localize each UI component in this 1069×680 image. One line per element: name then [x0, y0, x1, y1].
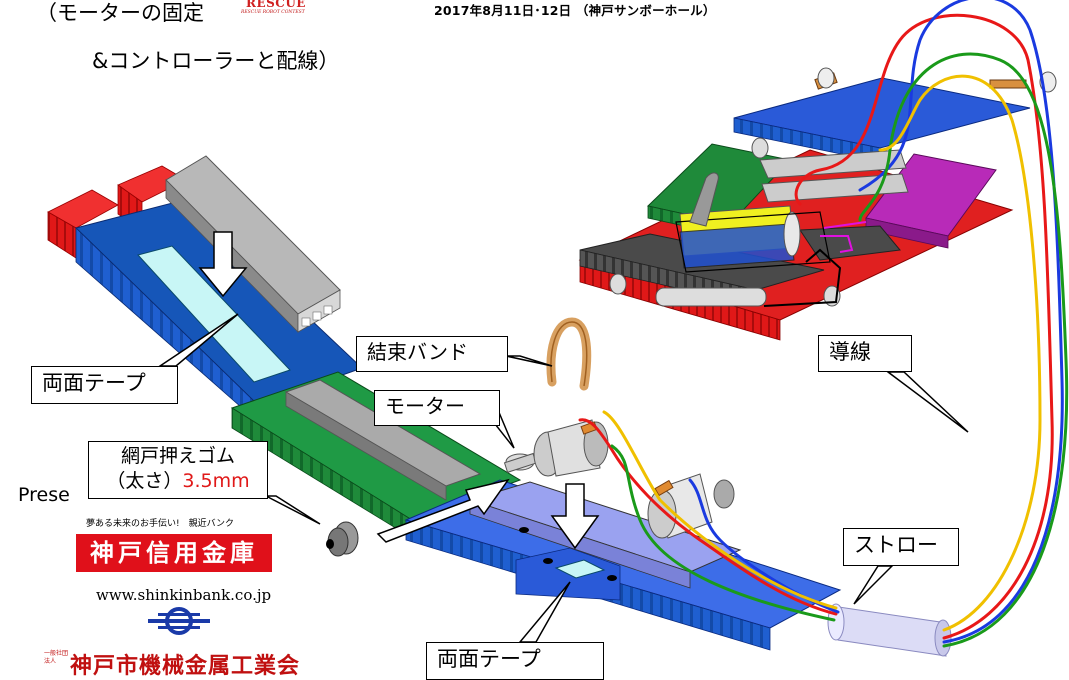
- down-arrow-icon: [198, 231, 248, 298]
- callout-rubber-thickness-value: 3.5mm: [182, 469, 250, 492]
- long-wires: [578, 0, 1069, 648]
- callout-motor: モーター: [374, 390, 500, 426]
- contest-logo: RESCUE: [246, 0, 306, 10]
- association-name: 神戸市機械金属工業会: [70, 654, 301, 679]
- down-arrow-icon: [550, 483, 600, 550]
- green-board: [230, 371, 522, 539]
- callout-wire: 導線: [818, 335, 912, 372]
- sponsor-bank-name: 神戸信用金庫: [76, 534, 272, 572]
- rubber-piece-icon: [326, 521, 359, 557]
- callout-rubber-thickness-label: （太さ）: [106, 469, 183, 492]
- assembled-robot: [578, 67, 1057, 341]
- callout-rubber-line2: （太さ）3.5mm: [99, 469, 257, 494]
- callout-straw: ストロー: [843, 528, 959, 566]
- sponsor-tagline: 夢ある未来のお手伝い! 親近バンク: [86, 519, 235, 529]
- red-tabs: [47, 165, 187, 259]
- cable-tie-icon: [546, 317, 592, 391]
- emblem-icon: [148, 607, 210, 635]
- motor-icon: [503, 419, 609, 477]
- presented-by-label: Prese: [18, 484, 70, 506]
- sponsor-url[interactable]: www.shinkinbank.co.jp: [96, 586, 272, 604]
- diagram-title-line1: （モーターの固定: [36, 1, 204, 25]
- straw-icon: [827, 603, 952, 657]
- callout-rubber: 網戸押えゴム （太さ）3.5mm: [88, 441, 268, 499]
- right-arrow-icon: [376, 478, 510, 543]
- contest-logo-subtitle: RESCUE ROBOT CONTEST: [241, 10, 305, 15]
- diagram-title-line2: &コントローラーと配線）: [92, 49, 340, 73]
- association-prefix: 一般社団法人: [44, 650, 69, 665]
- callout-double-tape-left: 両面テープ: [31, 366, 178, 404]
- event-date-venue: 2017年8月11日･12日 （神戸サンボーホール）: [434, 3, 716, 18]
- callout-rubber-line1: 網戸押えゴム: [120, 445, 235, 467]
- callout-double-tape-bottom: 両面テープ: [426, 642, 604, 680]
- callout-cable-tie: 結束バンド: [356, 336, 508, 372]
